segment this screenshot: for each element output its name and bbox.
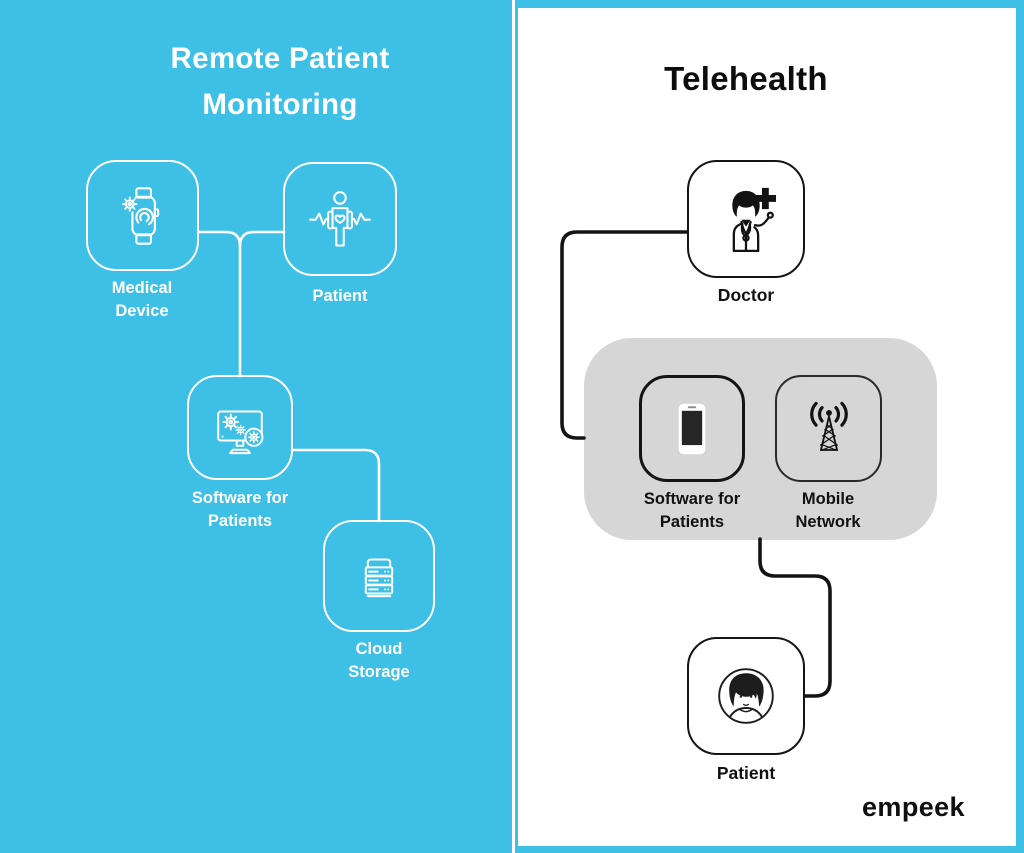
patient-right-label: Patient — [716, 763, 776, 783]
patient-heartbeat-icon — [309, 191, 371, 247]
empeek-logo: empeek — [862, 792, 965, 822]
woman-avatar-icon — [718, 668, 774, 724]
left-title-line2: Monitoring — [202, 88, 358, 121]
smartphone-icon — [678, 403, 706, 454]
software-left-box — [187, 375, 293, 480]
smartwatch-gear-icon — [121, 186, 159, 245]
software-right-label: Software for Patients — [643, 490, 741, 531]
left-panel-title: Remote Patient Monitoring — [60, 36, 500, 128]
right-panel-title: Telehealth — [664, 60, 828, 97]
cloud-storage-label: Cloud Storage — [348, 640, 410, 681]
medical-device-box — [86, 160, 199, 271]
antenna-tower-icon — [809, 401, 848, 451]
left-title-line1: Remote Patient — [170, 42, 390, 75]
panel-divider — [512, 0, 515, 853]
medical-device-label: Medical Device — [111, 279, 173, 320]
patient-left-label: Patient — [312, 287, 368, 305]
doctor-icon — [732, 187, 777, 253]
mobile-network-label: Mobile Network — [795, 490, 861, 531]
monitor-gears-icon — [217, 410, 264, 454]
doctor-label: Doctor — [717, 285, 775, 305]
software-left-label: Software for Patients — [191, 489, 289, 530]
patient-right-box — [687, 637, 805, 755]
server-stack-icon — [364, 558, 394, 598]
patient-left-box — [283, 162, 397, 276]
cloud-storage-box — [323, 520, 435, 632]
software-right-box — [639, 375, 745, 482]
gray-middle-container — [584, 338, 937, 540]
mobile-network-box — [775, 375, 882, 482]
doctor-box — [687, 160, 805, 278]
